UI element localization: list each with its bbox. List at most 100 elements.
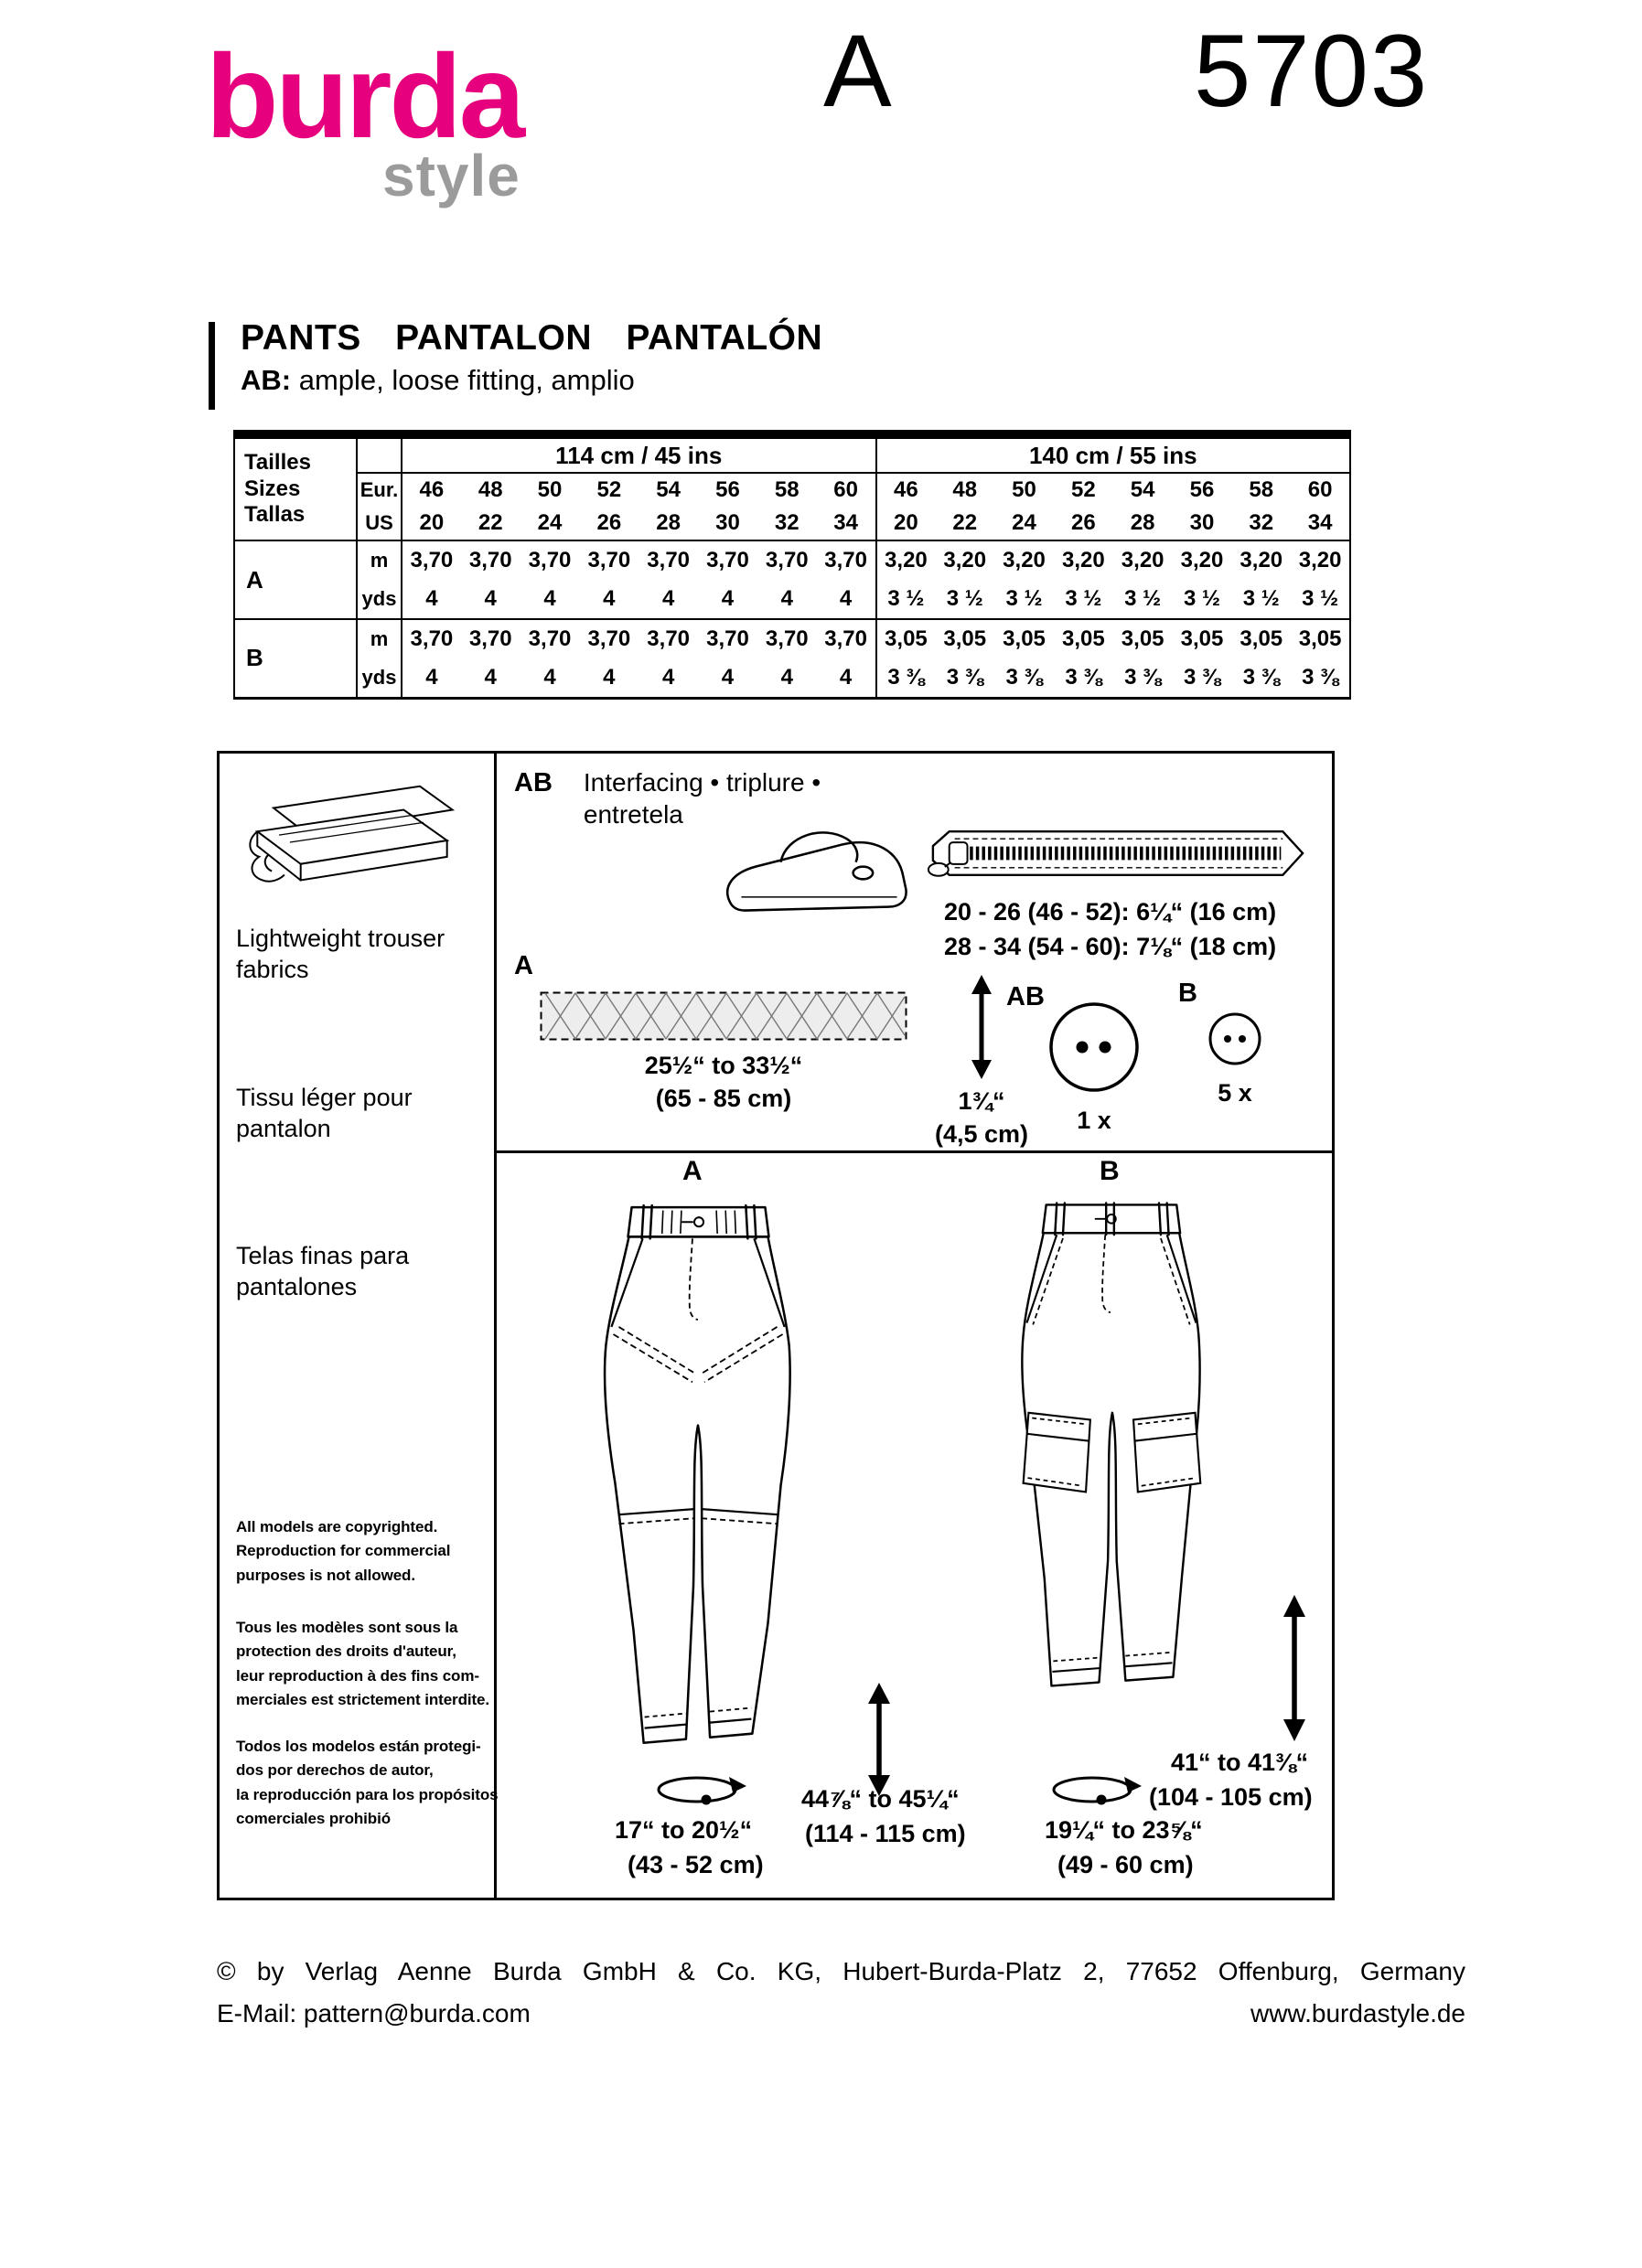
view-b-hem-width-cm: (49 - 60 cm) — [1057, 1851, 1194, 1878]
view-a-label: A — [682, 1156, 703, 1186]
yardage-cell: 3,20 — [1003, 548, 1046, 572]
us-size-cell: 26 — [579, 507, 639, 541]
yardage-cell: 3,20 — [1121, 548, 1164, 572]
pattern-title: PANTS PANTALON PANTALÓN — [241, 318, 823, 358]
us-size-cell: 32 — [1231, 507, 1292, 541]
interfacing-height-cm: (4,5 cm) — [934, 1120, 1029, 1148]
yardage-table: Tailles Sizes Tallas 114 cm / 45 ins 140… — [233, 430, 1351, 700]
subtitle-description: ample, loose fitting, amplio — [298, 364, 635, 396]
view-b-side-length-cm: (104 - 105 cm) — [1149, 1783, 1313, 1811]
pants-front-view-a — [603, 1204, 791, 1745]
unit-m-cell: m — [357, 540, 402, 580]
yardage-cell: 3 ⅜ — [875, 658, 936, 698]
copyright-notice-es: Todos los modelos están protegi- dos por… — [236, 1738, 499, 1828]
yardage-cell: 4 — [839, 664, 853, 690]
yardage-cell: 3,70 — [706, 626, 749, 651]
view-letter: A — [823, 14, 892, 128]
interfacing-strip-icon — [540, 991, 907, 1041]
eur-size-cell: 54 — [656, 477, 681, 502]
eur-size-cell: 46 — [419, 477, 445, 502]
yardage-cell: 4 — [520, 580, 580, 620]
yardage-cell: 3 ⅜ — [946, 664, 983, 690]
table-row-fabric-widths: Tailles Sizes Tallas 114 cm / 45 ins 140… — [234, 434, 1350, 541]
us-size-cell: 26 — [1053, 507, 1113, 541]
us-size-cell: 22 — [460, 507, 521, 541]
yardage-cell: 4 — [721, 664, 735, 690]
yardage-cell: 4 — [816, 580, 876, 620]
yardage-cell: 3,05 — [1180, 626, 1224, 651]
yardage-cell: 3 ½ — [1172, 580, 1232, 620]
yardage-cell: 3 ⅜ — [1242, 664, 1280, 690]
us-size-cell: 34 — [1291, 507, 1350, 541]
pattern-number: 5703 — [1194, 14, 1430, 128]
zipper-icon — [927, 830, 1304, 877]
double-vertical-arrow-icon — [971, 975, 992, 1079]
panel-vertical-divider — [494, 754, 497, 1898]
eur-size-cell: 52 — [1070, 477, 1096, 502]
button-ab-views-label: AB — [1006, 982, 1045, 1011]
yardage-cell: 3,05 — [943, 626, 987, 651]
yardage-cell: 3,20 — [875, 540, 936, 580]
yardage-cell: 3,20 — [943, 548, 987, 572]
illustration-panel: Lightweight trouser fabrics Tissu léger … — [217, 751, 1335, 1900]
yardage-cell: 3 ½ — [1112, 580, 1173, 620]
us-size-cell: 32 — [757, 507, 817, 541]
pants-front-view-b — [1021, 1202, 1202, 1687]
fabric-recommendation-es: Telas finas para pantalones — [236, 1242, 410, 1300]
button-b-view-label: B — [1178, 979, 1197, 1008]
eur-size-cell: 50 — [1012, 477, 1036, 502]
us-size-cell: 20 — [875, 507, 936, 541]
us-label-cell: US — [357, 507, 402, 541]
burda-logo-style: style — [382, 143, 521, 209]
us-size-cell: 28 — [639, 507, 699, 541]
button-b-count: 5 x — [1218, 1079, 1252, 1107]
eur-size-cell: 50 — [537, 477, 563, 502]
us-size-cell: 28 — [1112, 507, 1173, 541]
yardage-cell: 3 ⅜ — [1065, 664, 1102, 690]
yardage-cell: 3,70 — [824, 626, 867, 651]
two-hole-button-icon — [1208, 1012, 1261, 1065]
yardage-cell: 3,70 — [647, 548, 691, 572]
button-ab-count: 1 x — [1077, 1107, 1111, 1134]
yardage-cell: 3,70 — [706, 548, 749, 572]
double-vertical-arrow-icon — [1283, 1595, 1305, 1741]
yardage-cell: 4 — [661, 664, 675, 690]
burda-logo: burda — [206, 29, 525, 163]
yardage-cell: 3,70 — [587, 626, 631, 651]
yardage-cell: 3,70 — [765, 548, 809, 572]
interfacing-width-inches: 25½“ to 33½“ — [644, 1052, 803, 1079]
yardage-cell: 3,70 — [410, 548, 454, 572]
yardage-cell: 3,70 — [528, 548, 572, 572]
eur-size-cell: 60 — [833, 477, 858, 502]
view-a-row-label: A — [234, 540, 358, 620]
view-b-label: B — [1100, 1156, 1120, 1186]
yardage-cell: 3,70 — [587, 548, 631, 572]
unit-m-cell: m — [357, 619, 402, 658]
yardage-cell: 3 ½ — [1291, 580, 1350, 620]
yardage-cell: 4 — [484, 664, 497, 690]
fabric-recommendation-en: Lightweight trouser fabrics — [236, 925, 445, 983]
yardage-cell: 3 ½ — [1231, 580, 1292, 620]
zipper-length-sizes-28-34: 28 - 34 (54 - 60): 7⅛“ (18 cm) — [944, 933, 1277, 960]
fabric-bolt-icon — [249, 785, 456, 883]
yardage-cell: 3 ½ — [935, 580, 995, 620]
yardage-cell: 3,05 — [1121, 626, 1164, 651]
yardage-cell: 3 ⅜ — [1005, 664, 1043, 690]
panel-horizontal-divider — [494, 1150, 1332, 1153]
hem-circumference-icon — [657, 1776, 746, 1805]
yardage-cell: 3 ½ — [994, 580, 1054, 620]
yardage-cell: 3 ½ — [1053, 580, 1113, 620]
copyright-notice-en: All models are copyrighted. Reproduction… — [236, 1518, 451, 1584]
footer-contact-row: E-Mail: pattern@burda.com www.burdastyle… — [217, 1999, 1465, 2028]
view-a-hem-width-inches: 17“ to 20½“ — [615, 1816, 753, 1844]
yardage-cell: 3,20 — [1298, 548, 1342, 572]
iron-icon — [725, 831, 907, 912]
eur-size-cell: 52 — [596, 477, 622, 502]
yardage-cell: 3,70 — [647, 626, 691, 651]
yardage-cell: 4 — [639, 580, 699, 620]
